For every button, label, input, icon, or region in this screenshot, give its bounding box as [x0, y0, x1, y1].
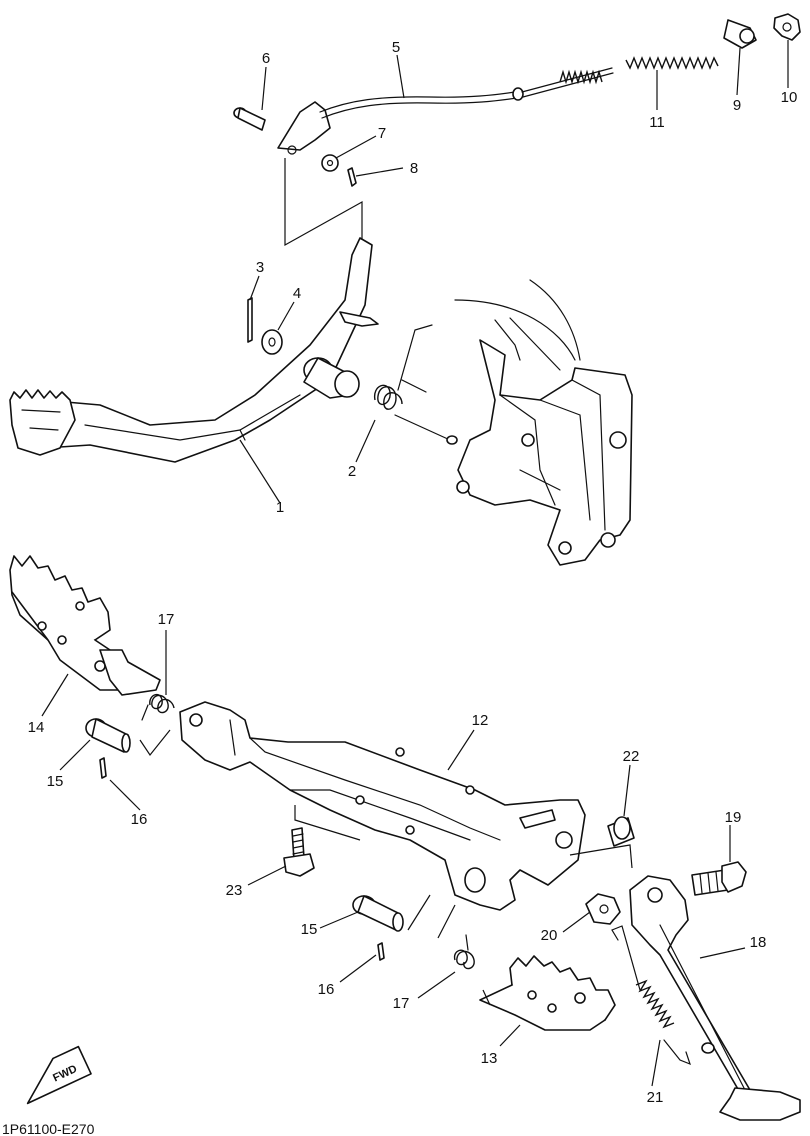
callout-7: 7: [378, 125, 386, 142]
callout-9: 9: [733, 97, 741, 114]
adjusting-nut: [773, 13, 801, 41]
callout-22: 22: [623, 748, 640, 765]
callout-15-upper: 15: [47, 773, 64, 790]
rod-washer: [321, 154, 339, 172]
callout-6: 6: [262, 50, 270, 67]
cotter-pin: [247, 297, 253, 343]
callout-17-upper: 17: [158, 611, 175, 628]
rod-joint: [723, 19, 757, 49]
pedal-return-spring: [374, 324, 433, 410]
frame-case-outline: [454, 279, 633, 566]
left-footrest: [9, 555, 161, 696]
collar: [607, 816, 635, 847]
brake-pedal: [9, 237, 379, 463]
callout-14: 14: [28, 719, 45, 736]
pivot-nut: [585, 893, 621, 925]
callout-16-upper: 16: [131, 811, 148, 828]
callout-11: 11: [649, 114, 665, 131]
footrest-cotter-lower: [377, 942, 385, 961]
assembly-lines-lower: [139, 729, 633, 1006]
callout-23: 23: [226, 882, 243, 899]
rod-spring: [625, 56, 719, 70]
plain-washer: [261, 329, 283, 355]
clevis-pin: [233, 107, 266, 131]
callout-12: 12: [472, 712, 489, 729]
callout-1: 1: [276, 499, 284, 516]
pedal-pivot-boss: [303, 357, 458, 445]
diagram-code: 1P61100-E270: [2, 1121, 95, 1136]
callout-4: 4: [293, 285, 301, 302]
callout-numbers: 1 2 3 4 5 6 7 8 9 10 11 12 13 14 15 15 1…: [28, 39, 798, 1106]
footrest-spring-upper: [141, 693, 175, 721]
callout-20: 20: [541, 927, 558, 944]
callout-18: 18: [750, 934, 767, 951]
callout-17-lower: 17: [393, 995, 410, 1012]
flange-bolt: [283, 827, 315, 877]
footrest-pin-lower: [352, 895, 404, 932]
footrest-pin-upper: [85, 718, 131, 753]
pivot-bolt: [691, 861, 747, 896]
leader-lines: [41, 40, 789, 1087]
callout-3: 3: [256, 259, 264, 276]
rod-cotter-pin: [347, 167, 357, 187]
callout-5: 5: [392, 39, 400, 56]
brake-rod: [277, 67, 614, 155]
assembly-lines-upper: [284, 158, 363, 247]
right-footrest: [479, 955, 616, 1031]
footrest-cotter-upper: [99, 757, 107, 779]
callout-16-lower: 16: [318, 981, 335, 998]
callout-10: 10: [781, 89, 798, 106]
callout-13: 13: [481, 1050, 498, 1067]
callout-15-lower: 15: [301, 921, 318, 938]
callout-21: 21: [647, 1089, 664, 1106]
sidestand-spring: [611, 925, 691, 1066]
footrest-spring-lower: [453, 934, 475, 970]
callout-2: 2: [348, 463, 356, 480]
fwd-direction-arrow: FWD: [26, 1045, 92, 1105]
sidestand: [629, 875, 801, 1121]
callout-8: 8: [410, 160, 418, 177]
callout-19: 19: [725, 809, 742, 826]
footrest-bracket: [179, 701, 586, 911]
